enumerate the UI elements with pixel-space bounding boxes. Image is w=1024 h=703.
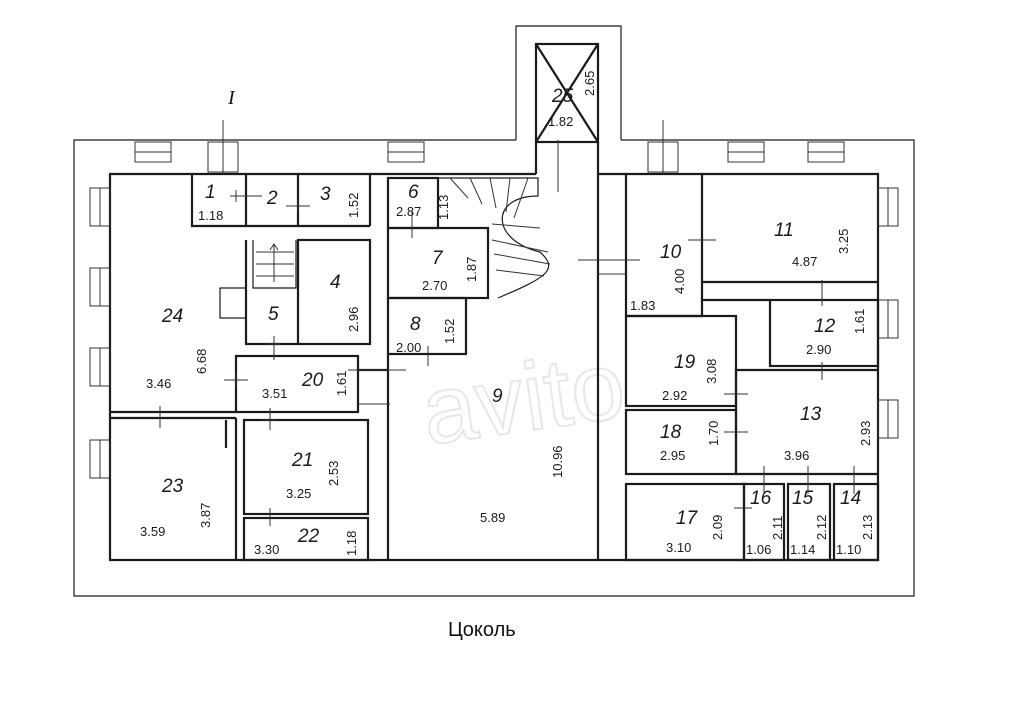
room-14-dim-b: 2.13	[860, 515, 875, 540]
room-21-dim-b: 2.53	[326, 461, 341, 486]
room-14-number: 14	[840, 488, 861, 509]
room-25-number: 25	[551, 86, 574, 107]
room-10-dim-a: 4.00	[672, 269, 687, 294]
internal-walls	[110, 174, 880, 562]
room-15-dim-b: 2.12	[814, 515, 829, 540]
room-24-dim-a: 3.46	[146, 376, 171, 391]
room-1-dim: 1.18	[198, 208, 223, 223]
room-8-dim-a: 2.00	[396, 340, 421, 355]
room-19-dim-a: 2.92	[662, 388, 687, 403]
room-21-number: 21	[291, 450, 313, 471]
staircase	[438, 177, 551, 299]
room-18-number: 18	[660, 422, 682, 443]
room-11-dim-a: 4.87	[792, 254, 817, 269]
room-11-dim-b: 3.25	[836, 229, 851, 254]
room-15-dim-a: 1.14	[790, 542, 815, 557]
room-13-dim-b: 2.93	[858, 421, 873, 446]
room-16-dim-a: 1.06	[746, 542, 771, 557]
room-6-dim-a: 2.87	[396, 204, 421, 219]
room-17-number: 17	[676, 508, 699, 529]
room-18-dim-b: 1.70	[706, 421, 721, 446]
room-24-number: 24	[161, 306, 183, 327]
room-1-number: 1	[205, 182, 216, 203]
section-mark: I	[227, 87, 236, 109]
room-16-dim-b: 2.11	[770, 516, 785, 540]
room-19-number: 19	[674, 352, 696, 373]
room-12-dim-b: 1.61	[852, 309, 867, 334]
room-13-dim-a: 3.96	[784, 448, 809, 463]
main-walls	[108, 42, 880, 562]
room-6-number: 6	[408, 182, 419, 203]
room-18-dim-a: 2.95	[660, 448, 685, 463]
building-outline	[73, 25, 915, 597]
room-10-dim-b: 1.83	[630, 298, 655, 313]
room-13-number: 13	[800, 404, 822, 425]
room-20-dim-b: 1.61	[334, 371, 349, 396]
room-21-dim-a: 3.25	[286, 486, 311, 501]
room-17-dim-b: 2.09	[710, 515, 725, 540]
room-19-dim-b: 3.08	[704, 359, 719, 384]
room-9-dim-a: 10.96	[550, 445, 565, 478]
room-9-number: 9	[492, 386, 503, 407]
room-20-number: 20	[301, 370, 324, 391]
room-14-dim-a: 1.10	[836, 542, 861, 557]
room-8-number: 8	[410, 314, 421, 335]
room-22-number: 22	[297, 526, 320, 547]
room-10-number: 10	[660, 242, 682, 263]
room-8-dim-b: 1.52	[442, 319, 457, 344]
room-2-number: 2	[266, 188, 278, 209]
room-7-dim-a: 2.70	[422, 278, 447, 293]
room-7-dim-b: 1.87	[464, 257, 479, 282]
room-22-dim-b: 1.18	[344, 531, 359, 556]
windows	[89, 120, 899, 479]
room-23-dim-a: 3.59	[140, 524, 165, 539]
room-17-dim-a: 3.10	[666, 540, 691, 555]
room-4-dim: 2.96	[346, 307, 361, 332]
room-22-dim-a: 3.30	[254, 542, 279, 557]
room-11-number: 11	[774, 220, 794, 241]
room-3-dim: 1.52	[346, 193, 361, 218]
room-16-number: 16	[750, 488, 772, 509]
room-labels: 1 1.18 2 3 1.52 4 2.96 5 6 2.87 1.13 7 2…	[140, 71, 875, 557]
room-9-dim-b: 5.89	[480, 510, 505, 525]
room-5-number: 5	[268, 304, 279, 325]
room-20-dim-a: 3.51	[262, 386, 287, 401]
room-3-number: 3	[320, 184, 331, 205]
room-25-dim-a: 1.82	[548, 114, 573, 129]
room-15-number: 15	[792, 488, 814, 509]
room-4-number: 4	[330, 272, 341, 293]
room-12-number: 12	[814, 316, 836, 337]
room-23-dim-b: 3.87	[198, 503, 213, 528]
room-6-dim-b: 1.13	[436, 195, 451, 220]
room-7-number: 7	[432, 248, 444, 269]
room-24-dim-b: 6.68	[194, 349, 209, 374]
room-23-number: 23	[161, 476, 184, 497]
room-25-dim-b: 2.65	[582, 71, 597, 96]
room-12-dim-a: 2.90	[806, 342, 831, 357]
floor-caption: Цоколь	[448, 619, 516, 641]
doors	[159, 140, 855, 526]
